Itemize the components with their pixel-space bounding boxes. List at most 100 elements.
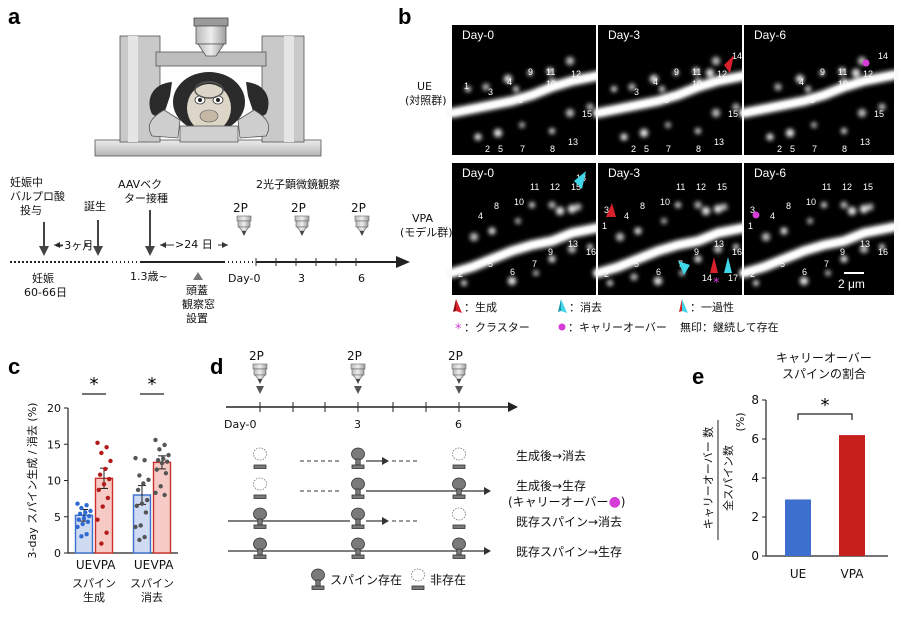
spine-number-label: 2 xyxy=(750,269,755,279)
c-data-point xyxy=(107,476,112,482)
spine-number-label: 15 xyxy=(571,182,581,192)
label-window-3: 設置 xyxy=(186,311,208,325)
col-header-1: Day-3 xyxy=(608,28,640,42)
spine-number-label: 5 xyxy=(498,144,503,154)
e-y-tick-label: 6 xyxy=(751,432,759,446)
label-aav-2: ター接種 xyxy=(124,191,168,205)
spine-number-label: 16 xyxy=(586,247,596,257)
transient-arrowhead-icon xyxy=(710,257,718,273)
c-data-point xyxy=(141,481,146,486)
row-label-vpa: VPA xyxy=(412,212,433,225)
spine-number-label: 6 xyxy=(664,95,669,105)
spine-number-label: 12 xyxy=(863,69,873,79)
row-label-ue-sub: (対照群) xyxy=(405,93,447,107)
formed-arrowhead-icon xyxy=(724,55,734,73)
spine-number-label: 13 xyxy=(860,137,870,147)
spine-number-label: 5 xyxy=(780,259,785,269)
spine-number-label: 15 xyxy=(728,109,738,119)
c-data-point xyxy=(81,516,87,521)
col-header-1: Day-3 xyxy=(608,166,640,180)
spine-number-label: 10 xyxy=(692,79,702,89)
spine-number-label: 8 xyxy=(550,144,555,154)
e-y-tick-label: 0 xyxy=(751,549,759,563)
label-day6: 6 xyxy=(358,272,365,285)
spine-number-label: 15 xyxy=(874,109,884,119)
c-data-point xyxy=(108,458,113,464)
spine-number-label: 3 xyxy=(488,87,493,97)
c-data-point xyxy=(163,471,169,476)
spine-number-label: 9 xyxy=(840,247,845,257)
c-data-point xyxy=(153,437,158,443)
c-data-point xyxy=(161,456,166,461)
spine-number-label: 15 xyxy=(863,182,873,192)
d-objective-icon-day3 xyxy=(350,363,366,385)
spine-number-label: 14 xyxy=(702,273,712,283)
c-y-tick-label: 10 xyxy=(47,475,61,488)
c-bar xyxy=(152,461,172,554)
c-y-tick-label: 5 xyxy=(54,511,61,524)
c-sig-star: * xyxy=(148,374,157,395)
c-group-label-2: 生成 xyxy=(83,590,105,604)
e-category-label: UE xyxy=(790,567,806,581)
spine-number-label: 8 xyxy=(494,201,499,211)
spine-number-label: 10 xyxy=(806,197,816,207)
spine-number-label: 11 xyxy=(676,182,685,192)
row-label-vpa-sub: (モデル群) xyxy=(400,225,453,239)
label-pregnancy-2: 60-66日 xyxy=(24,286,67,299)
legend-b: ：生成 ：消去 ：一過性 * ：クラスター ：キャリーオーバー 無印：継続して存… xyxy=(453,299,779,337)
e-category-label: VPA xyxy=(841,567,865,581)
spine-number-label: 9 xyxy=(820,67,825,77)
e-bar xyxy=(785,499,811,556)
c-data-point xyxy=(105,495,111,501)
spine-number-label: 2 xyxy=(485,144,490,154)
c-sig-star: * xyxy=(90,374,99,395)
spine-number-label: 15 xyxy=(717,182,727,192)
e-y-label-denominator: 全スパイン数 xyxy=(721,445,735,511)
label-valproate-3: 投与 xyxy=(20,203,42,217)
d-row-label-3: 既存スパイン→消去 xyxy=(516,515,622,529)
c-data-point xyxy=(162,492,167,498)
panel-letter-b: b xyxy=(398,4,411,29)
c-data-point xyxy=(137,473,142,478)
d-row-label-2: 生成後→生存 xyxy=(516,479,586,493)
label-gt24-days: >24 日 xyxy=(175,238,213,251)
d-carryover-dot-icon: ● xyxy=(609,494,621,510)
spine-number-label: 4 xyxy=(478,211,483,221)
spine-number-label: 1 xyxy=(748,221,753,231)
c-data-point xyxy=(99,450,104,456)
carryover-dot-icon xyxy=(862,59,870,67)
spine-number-label: 17 xyxy=(728,273,738,283)
c-data-point xyxy=(133,524,138,530)
c-data-point xyxy=(162,442,167,448)
spine-number-label: 16 xyxy=(878,247,888,257)
e-y-tick-label: 8 xyxy=(751,393,759,407)
spine-number-label: 9 xyxy=(674,67,679,77)
legend-carryover: ：キャリーオーバー xyxy=(568,321,667,334)
c-data-point xyxy=(153,490,158,496)
e-sig-star: * xyxy=(821,395,830,416)
spine-number-label: 10 xyxy=(514,197,524,207)
label-approx-3-months: ~3ヶ月 xyxy=(55,239,93,252)
timeline-a: 妊娠中 バルプロ酸 投与 誕生 AAVベク ター接種 2光子顕微鏡観察 ~3ヶ月 xyxy=(10,175,410,325)
c-data-point xyxy=(158,484,163,489)
spine-number-label: 6 xyxy=(802,267,807,277)
c-y-tick-label: 15 xyxy=(47,438,61,451)
micro-panel-r1-c1: Day-31112151084312567913141617* xyxy=(593,163,753,295)
spine-number-label: 7 xyxy=(532,259,537,269)
eliminated-arrowhead-icon xyxy=(678,261,690,275)
c-data-point xyxy=(87,513,92,519)
spine-number-label: 13 xyxy=(568,239,578,249)
col-header-0: Day-0 xyxy=(462,28,494,42)
c-data-point xyxy=(104,530,109,535)
d-objective-icon-day0 xyxy=(252,363,268,385)
spine-number-label: 15 xyxy=(582,109,592,119)
schematic-d: 2P 2P 2P Day-0 3 6 xyxy=(224,349,625,590)
micro-panel-r1-c0: Day-0111215101884256791316 xyxy=(447,163,607,295)
c-data-point xyxy=(75,524,80,530)
e-sig-bracket xyxy=(797,413,853,420)
spine-number-label: 4 xyxy=(507,77,512,87)
label-birth: 誕生 xyxy=(84,199,106,213)
c-category-label: UE xyxy=(76,558,92,572)
c-data-point xyxy=(80,521,85,527)
